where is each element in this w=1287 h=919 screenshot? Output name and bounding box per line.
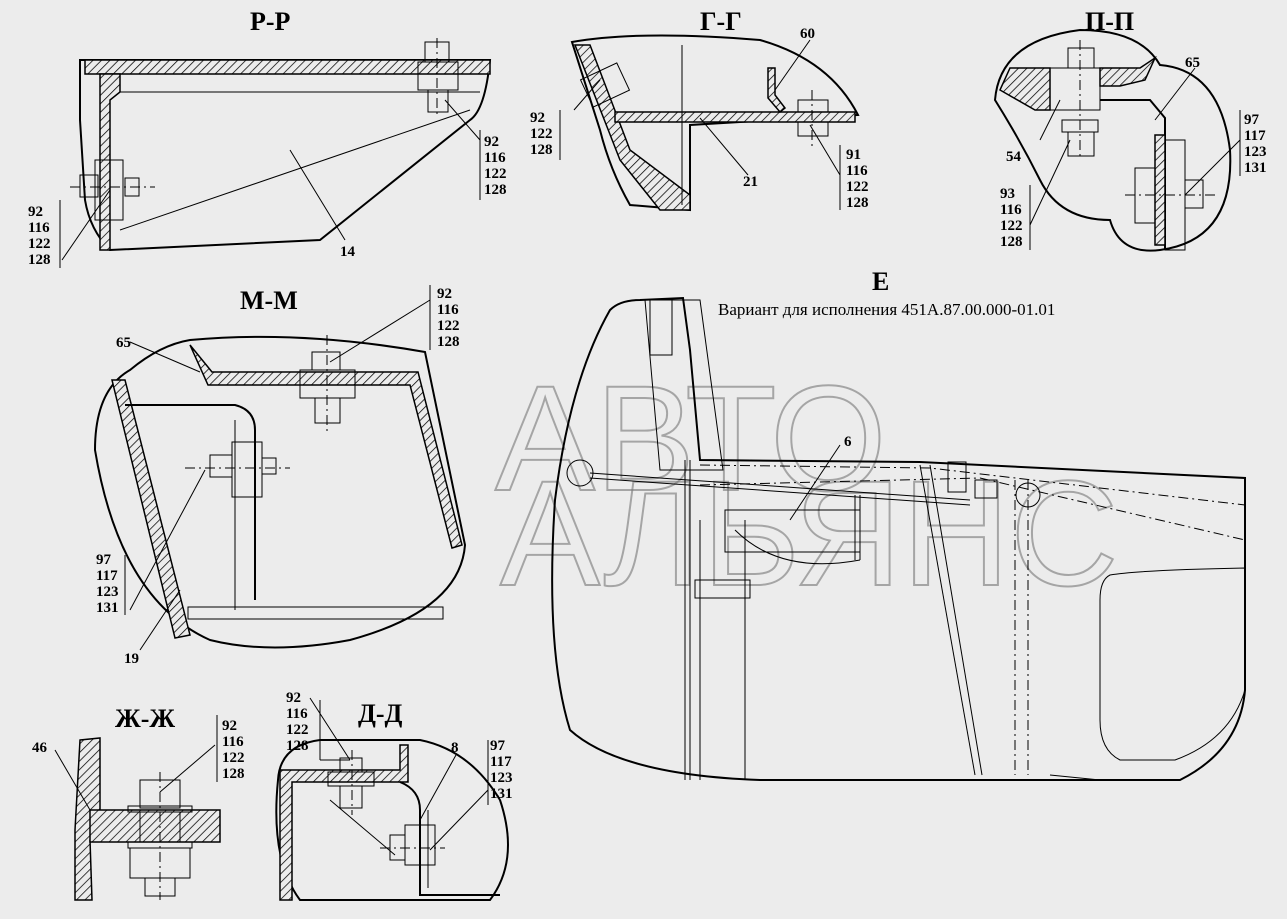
- svg-text:92: 92: [484, 134, 499, 150]
- section-dd-title: Д-Д: [358, 699, 403, 728]
- svg-text:116: 116: [437, 302, 459, 318]
- dd-right-callout: 97 117 123 131: [490, 738, 513, 802]
- rr-part-14: 14: [340, 244, 356, 260]
- svg-text:91: 91: [846, 147, 861, 163]
- svg-text:123: 123: [490, 770, 513, 786]
- section-e-title: Е: [872, 267, 889, 296]
- svg-text:122: 122: [484, 166, 507, 182]
- svg-text:128: 128: [222, 766, 245, 782]
- svg-text:116: 116: [846, 163, 868, 179]
- svg-text:97: 97: [490, 738, 506, 754]
- svg-text:92: 92: [437, 286, 452, 302]
- pp-left-callout: 93 116 122 128: [1000, 186, 1023, 250]
- dd-part-8: 8: [451, 740, 459, 756]
- svg-text:92: 92: [286, 690, 301, 706]
- zhzh-callout: 92 116 122 128: [222, 718, 245, 782]
- svg-text:122: 122: [222, 750, 245, 766]
- svg-text:131: 131: [96, 600, 119, 616]
- svg-text:122: 122: [28, 236, 51, 252]
- svg-text:122: 122: [1000, 218, 1023, 234]
- svg-text:116: 116: [1000, 202, 1022, 218]
- svg-text:128: 128: [1000, 234, 1023, 250]
- svg-text:128: 128: [286, 738, 309, 754]
- section-mm: М-М: [93, 285, 467, 651]
- svg-text:117: 117: [1244, 128, 1266, 144]
- svg-text:116: 116: [28, 220, 50, 236]
- svg-text:92: 92: [28, 204, 43, 220]
- section-e: Е Вариант для исполнения 451А.87.00.000-…: [551, 267, 1246, 781]
- svg-text:128: 128: [846, 195, 869, 211]
- svg-text:122: 122: [437, 318, 460, 334]
- svg-text:97: 97: [1244, 112, 1260, 128]
- rr-right-callout: 92 116 122 128: [484, 134, 507, 198]
- svg-text:128: 128: [437, 334, 460, 350]
- svg-text:122: 122: [846, 179, 869, 195]
- svg-text:122: 122: [530, 126, 553, 142]
- gg-part-21: 21: [743, 174, 758, 190]
- svg-text:116: 116: [484, 150, 506, 166]
- section-gg: Г-Г: [559, 7, 860, 212]
- rr-left-callout: 92 116 122 128: [28, 204, 51, 268]
- svg-text:117: 117: [96, 568, 118, 584]
- mm-part-65: 65: [116, 335, 131, 351]
- svg-text:97: 97: [96, 552, 112, 568]
- mm-top-callout: 92 116 122 128: [437, 286, 460, 350]
- gg-right-callout: 91 116 122 128: [846, 147, 869, 211]
- gg-part-60: 60: [800, 26, 815, 42]
- svg-text:123: 123: [1244, 144, 1267, 160]
- dd-left-callout: 92 116 122 128: [286, 690, 309, 754]
- section-mm-title: М-М: [240, 286, 298, 315]
- section-dd: Д-Д: [275, 697, 509, 901]
- section-zhzh: Ж-Ж: [54, 704, 221, 901]
- svg-text:131: 131: [490, 786, 513, 802]
- section-e-subtitle: Вариант для исполнения 451А.87.00.000-01…: [718, 300, 1055, 319]
- section-rr-title: Р-Р: [250, 7, 291, 36]
- section-pp: П-П: [993, 7, 1241, 252]
- watermark-line2: АЛЬЯНС: [500, 449, 1118, 617]
- svg-text:93: 93: [1000, 186, 1015, 202]
- svg-text:116: 116: [286, 706, 308, 722]
- svg-text:92: 92: [530, 110, 545, 126]
- e-part-6: 6: [844, 434, 852, 450]
- svg-text:131: 131: [1244, 160, 1267, 176]
- svg-text:117: 117: [490, 754, 512, 770]
- watermark: АВТО АЛЬЯНС: [494, 353, 1119, 618]
- svg-text:128: 128: [530, 142, 553, 158]
- svg-text:128: 128: [484, 182, 507, 198]
- section-zhzh-title: Ж-Ж: [115, 704, 175, 733]
- svg-text:116: 116: [222, 734, 244, 750]
- svg-text:128: 128: [28, 252, 51, 268]
- section-gg-title: Г-Г: [700, 7, 742, 36]
- mm-left-callout: 97 117 123 131: [96, 552, 119, 616]
- section-rr: Р-Р: [59, 7, 492, 268]
- pp-part-65: 65: [1185, 55, 1200, 71]
- svg-text:122: 122: [286, 722, 309, 738]
- svg-text:123: 123: [96, 584, 119, 600]
- pp-right-callout: 97 117 123 131: [1244, 112, 1267, 176]
- svg-text:92: 92: [222, 718, 237, 734]
- pp-part-54: 54: [1006, 149, 1022, 165]
- gg-left-callout: 92 122 128: [530, 110, 553, 158]
- mm-part-19: 19: [124, 651, 139, 667]
- zhzh-part-46: 46: [32, 740, 48, 756]
